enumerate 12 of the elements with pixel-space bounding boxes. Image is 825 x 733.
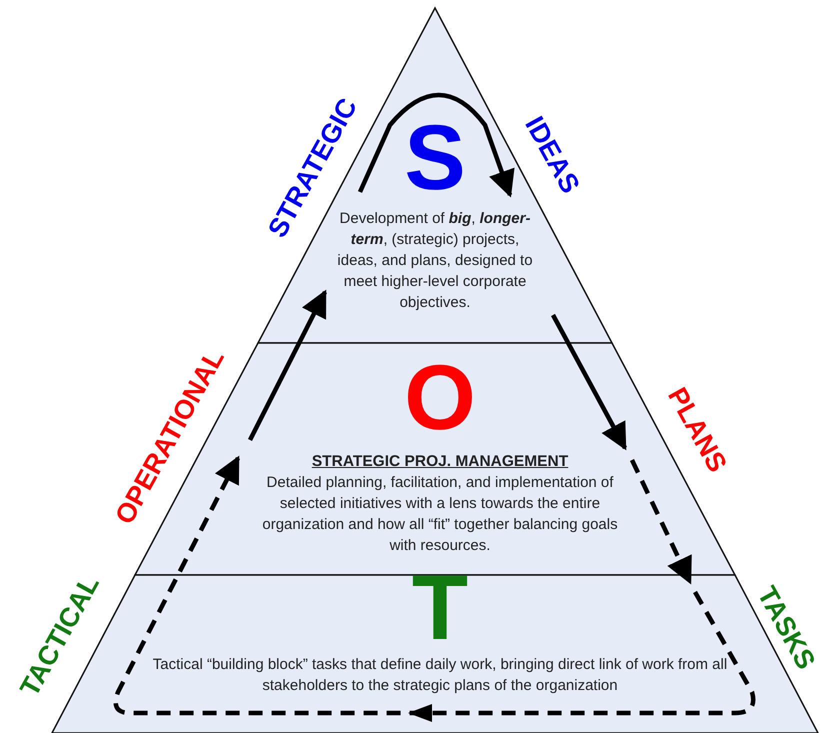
band-description: Detailed planning, facilitation, and implementation of selected initiatives with a lens towards the entire organization and how all “fit” together balancing goals with resources.: [261, 473, 619, 556]
band-letter: O: [403, 352, 477, 444]
pyramid-band: [258, 8, 612, 343]
arrow: [630, 459, 692, 584]
arrow: [358, 92, 515, 198]
arrow: [551, 314, 627, 450]
band-heading: STRATEGIC PROJ. MANAGEMENT: [310, 452, 570, 472]
band-description: Tactical “building block” tasks that define daily work, bringing direct link of work from all stakeholders to the strategic plans of the organization: [152, 655, 728, 696]
arrow: [248, 290, 327, 442]
band-letter: T: [412, 562, 468, 654]
arrow: [114, 456, 756, 722]
band-letter: S: [403, 112, 467, 204]
